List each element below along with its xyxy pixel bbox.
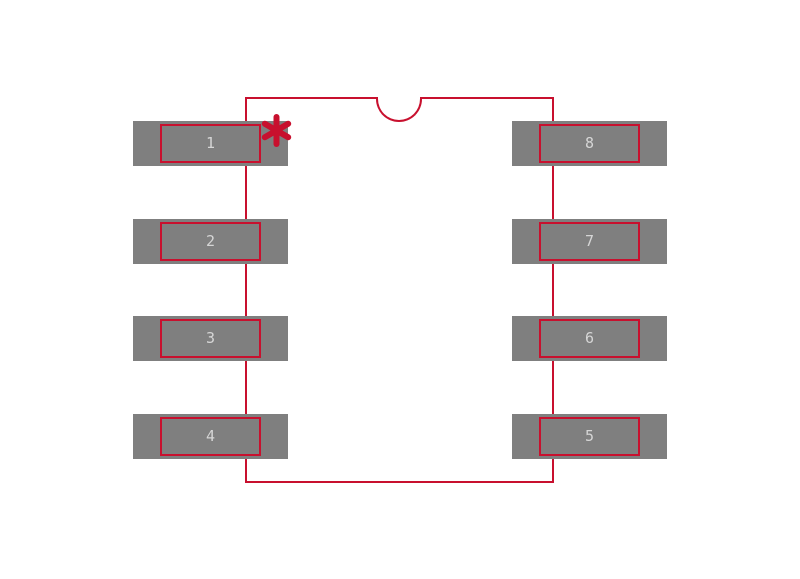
pad-6: 6 (512, 316, 667, 361)
package-body-outline (245, 97, 554, 483)
pad-number: 8 (584, 134, 595, 152)
pad-3: 3 (133, 316, 288, 361)
pad-outline: 5 (539, 417, 640, 456)
pin1-orientation-notch (376, 97, 422, 122)
pad-number: 7 (584, 232, 595, 250)
pad-outline: 3 (160, 319, 261, 358)
pad-number: 1 (205, 134, 216, 152)
pad-outline: 8 (539, 124, 640, 163)
pad-8: 8 (512, 121, 667, 166)
pad-number: 2 (205, 232, 216, 250)
pin1-marker-asterisk-icon (261, 114, 292, 147)
pad-outline: 2 (160, 222, 261, 261)
pad-outline: 6 (539, 319, 640, 358)
pad-2: 2 (133, 219, 288, 264)
pad-4: 4 (133, 414, 288, 459)
pad-5: 5 (512, 414, 667, 459)
pad-number: 4 (205, 427, 216, 445)
pad-number: 5 (584, 427, 595, 445)
pad-number: 6 (584, 329, 595, 347)
pad-outline: 7 (539, 222, 640, 261)
pad-outline: 4 (160, 417, 261, 456)
pad-number: 3 (205, 329, 216, 347)
pad-outline: 1 (160, 124, 261, 163)
pad-1: 1 (133, 121, 288, 166)
pad-7: 7 (512, 219, 667, 264)
